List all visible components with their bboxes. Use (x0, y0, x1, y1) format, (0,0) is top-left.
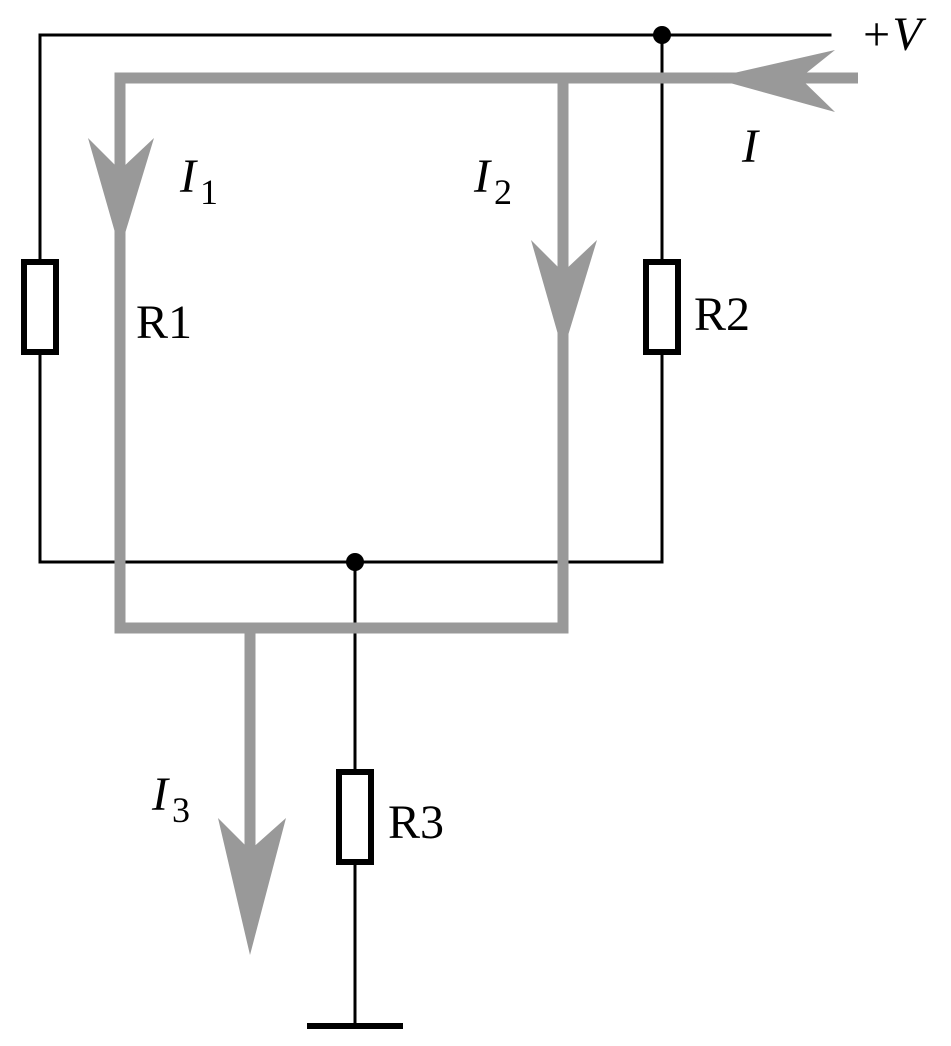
i2-subscript: 2 (494, 172, 512, 212)
resistor-r2 (643, 259, 681, 355)
i2-main: I (473, 150, 492, 203)
arrow-i2-icon (531, 240, 597, 352)
total-current-label: I (741, 120, 760, 173)
r3-label: R3 (388, 796, 444, 849)
i1-main: I (179, 150, 198, 203)
r2-label: R2 (694, 288, 750, 341)
arrow-i3-icon (218, 818, 286, 955)
arrow-i1-icon (88, 138, 154, 250)
current-arrows (88, 50, 835, 955)
current-paths (114, 72, 858, 870)
supply-text: +V (860, 8, 926, 61)
junction-node-top (653, 26, 671, 44)
top-wire (38, 33, 832, 264)
supply-label: +V (860, 8, 926, 61)
junction-node-bottom (346, 553, 364, 571)
resistors (21, 259, 681, 865)
i1-subscript: 1 (200, 172, 218, 212)
i3-subscript: 3 (172, 790, 190, 830)
r1-label: R1 (136, 296, 192, 349)
arrow-i-icon (712, 50, 835, 112)
i3-main: I (151, 768, 170, 821)
circuit-wires (38, 33, 832, 1028)
current-loop-path (114, 72, 858, 634)
resistor-r3 (336, 769, 374, 865)
resistor-r1 (21, 259, 59, 355)
